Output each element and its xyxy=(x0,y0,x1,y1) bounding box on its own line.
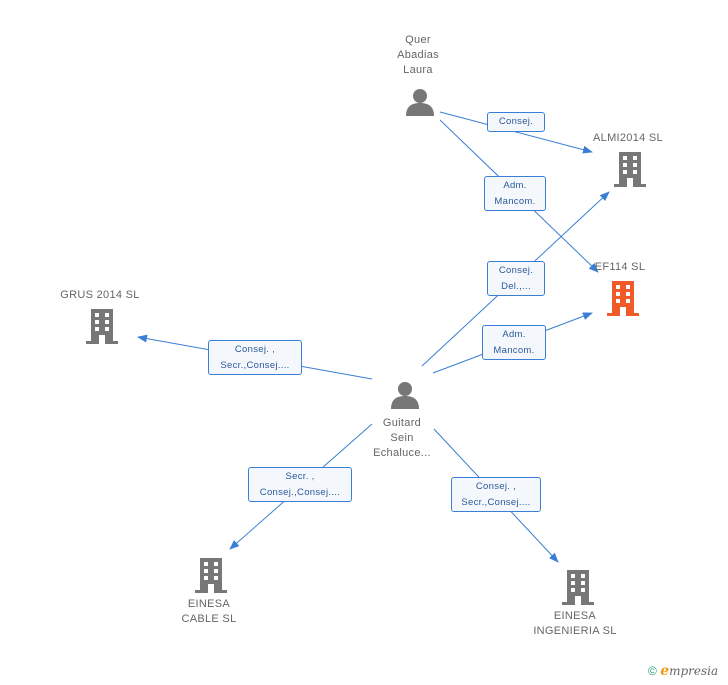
empresia-logo[interactable]: empresia xyxy=(660,663,719,679)
person-icon[interactable] xyxy=(390,381,420,409)
relation-label-quer-almi[interactable]: Consej. xyxy=(487,112,545,132)
building-icon[interactable] xyxy=(195,558,227,593)
person-label-quer: Quer Abadias Laura xyxy=(397,34,439,76)
copyright-icon: © xyxy=(648,664,657,678)
relation-label-guitard-cable[interactable]: Secr. , Consej.,Consej.... xyxy=(248,467,352,502)
footer-brand: © empresia xyxy=(648,663,718,679)
company-label-grus: GRUS 2014 SL xyxy=(60,289,140,301)
company-label-einesa-ingenieria: EINESA INGENIERIA SL xyxy=(533,610,617,637)
person-label-guitard: Guitard Sein Echaluce... xyxy=(373,417,431,459)
building-icon[interactable] xyxy=(86,309,118,344)
building-icon[interactable] xyxy=(614,152,646,187)
relation-label-quer-ef114[interactable]: Adm. Mancom. xyxy=(484,176,546,211)
company-label-ef114: EF114 SL xyxy=(594,261,646,273)
building-icon[interactable] xyxy=(562,570,594,605)
relation-label-guitard-grus[interactable]: Consej. , Secr.,Consej.... xyxy=(208,340,302,375)
company-label-almi: ALMI2014 SL xyxy=(593,132,663,144)
building-icon[interactable] xyxy=(607,281,639,316)
relation-label-guitard-almi[interactable]: Consej. Del.,... xyxy=(487,261,545,296)
relation-label-guitard-ef114[interactable]: Adm. Mancom. xyxy=(482,325,546,360)
company-label-einesa-cable: EINESA CABLE SL xyxy=(181,598,237,625)
relation-label-guitard-ingenieria[interactable]: Consej. , Secr.,Consej.... xyxy=(451,477,541,512)
edge-quer-almi xyxy=(439,111,593,154)
person-icon[interactable] xyxy=(405,88,435,116)
